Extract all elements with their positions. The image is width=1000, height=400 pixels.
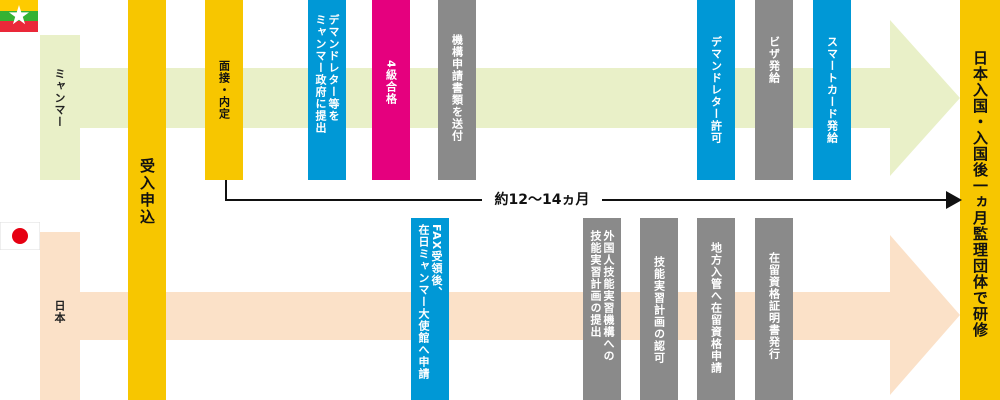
application-label: 受入申込 <box>138 158 156 226</box>
japan-lane-tail <box>40 232 80 400</box>
japan-step-certificate: 在留資格証明書発行 <box>755 218 793 400</box>
application-bar: 受入申込 <box>128 0 166 400</box>
japan-step-plan-approval: 技能実習計画の認可 <box>640 218 678 400</box>
japan-step-label: 外国人技能実習機構への 技能実習計画の提出 <box>589 230 615 362</box>
japan-lane-arrow <box>40 235 960 395</box>
myanmar-step-send-docs: 機構申請書類を送付 <box>438 0 476 180</box>
myanmar-step-demand-permit: デマンドレター許可 <box>697 0 735 180</box>
japan-step-label: 在留資格証明書発行 <box>767 252 781 360</box>
final-bar: 日本入国・入国後一ヵ月監理団体で研修 <box>960 0 1000 400</box>
myanmar-step-label: スマートカード発給 <box>825 36 839 144</box>
myanmar-flag-icon <box>0 0 38 32</box>
myanmar-step-visa: ビザ発給 <box>755 0 793 180</box>
myanmar-step-level4: 4級合格 <box>372 0 410 180</box>
japan-step-status-application: 地方入管へ在留資格申請 <box>697 218 735 400</box>
japan-step-fax-embassy: FAX受領後、 在日ミャンマー大使館へ申請 <box>411 218 449 400</box>
myanmar-step-label: 4級合格 <box>384 60 398 105</box>
japan-step-label: FAX受領後、 在日ミャンマー大使館へ申請 <box>417 224 443 380</box>
myanmar-step-interview: 面接・内定 <box>205 0 243 180</box>
myanmar-step-label: デマンドレター等を ミャンマー政府に提出 <box>314 14 340 134</box>
timeline-label: 約12～14ヵ月 <box>482 189 602 211</box>
japan-step-label: 技能実習計画の認可 <box>652 256 666 364</box>
japan-step-plan-submit: 外国人技能実習機構への 技能実習計画の提出 <box>583 218 621 400</box>
myanmar-step-label: 機構申請書類を送付 <box>450 34 464 142</box>
myanmar-step-label: デマンドレター許可 <box>709 36 723 144</box>
japan-step-label: 地方入管へ在留資格申請 <box>709 242 723 374</box>
myanmar-lane-tail <box>40 35 80 180</box>
japan-flag-icon <box>0 222 40 250</box>
myanmar-step-label: 面接・内定 <box>217 60 231 120</box>
myanmar-step-demand-submit: デマンドレター等を ミャンマー政府に提出 <box>308 0 346 180</box>
myanmar-step-smartcard: スマートカード発給 <box>813 0 851 180</box>
myanmar-lane-arrow <box>40 20 960 176</box>
final-label: 日本入国・入国後一ヵ月監理団体で研修 <box>971 50 989 338</box>
myanmar-step-label: ビザ発給 <box>767 36 781 84</box>
lane-label-myanmar: ミャンマー <box>53 68 66 128</box>
lane-label-japan: 日本 <box>53 300 66 324</box>
